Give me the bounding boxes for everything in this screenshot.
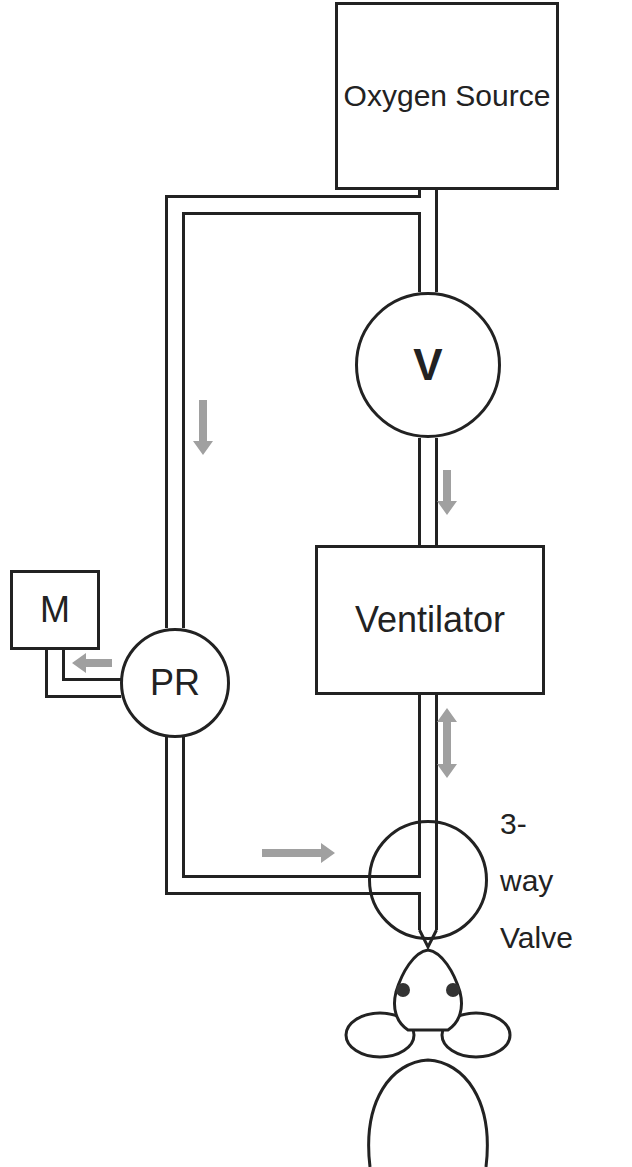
node-label: PR: [150, 662, 200, 703]
valve-circle: 3-way Valve: [368, 820, 488, 940]
mouse-eye: [396, 983, 410, 997]
process-box: M: [10, 570, 100, 650]
tube-connector: [175, 737, 369, 885]
circle-outline: [357, 294, 500, 437]
mouse-eye: [446, 983, 460, 997]
tube-connector: [175, 735, 371, 885]
node-label: Oxygen Source: [344, 79, 551, 114]
valve-label: 3-way Valve: [500, 795, 573, 966]
mouse-illustration: [346, 950, 510, 1167]
flow-arrow: [437, 470, 457, 515]
tube-connector: [55, 648, 123, 688]
node-label: M: [40, 589, 70, 630]
tube-connector: [421, 693, 435, 822]
mouse-body: [369, 1060, 488, 1167]
mouse-head: [395, 950, 462, 1030]
process-box: Ventilator: [315, 545, 545, 695]
valve-circle: V: [355, 292, 501, 438]
valve-tube: [368, 820, 428, 930]
node-label: Ventilator: [355, 599, 505, 640]
flow-arrow: [437, 708, 457, 778]
circle-outline: [122, 630, 229, 737]
tube-connector: [421, 436, 435, 547]
circle-outline: [368, 820, 488, 940]
node-label: V: [413, 340, 442, 391]
flow-arrow: [262, 843, 335, 863]
valve-circle: PR: [120, 628, 230, 738]
flow-arrow: [72, 653, 112, 673]
flow-arrow: [193, 400, 213, 455]
circle-outline: [370, 822, 487, 939]
process-box: Oxygen Source: [335, 2, 560, 190]
valve-tube: [366, 820, 428, 931]
